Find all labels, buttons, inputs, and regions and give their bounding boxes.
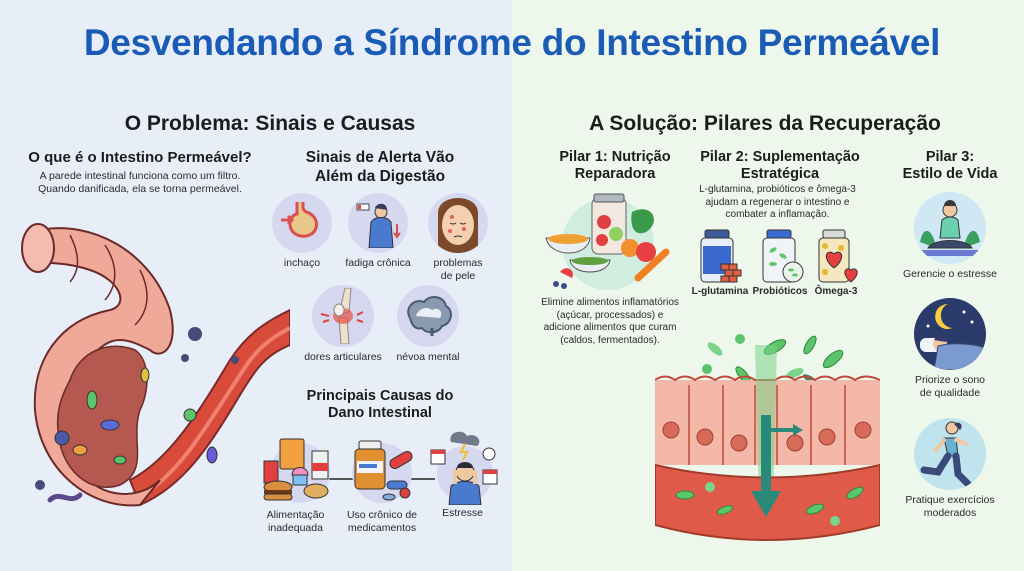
lifestyle-label-exercise-line2: moderados [923,507,977,520]
healing-gut-lining-illustration [655,325,880,555]
pillar1-desc-line2: (açúcar, processados) e [556,309,664,321]
sign-label-skin-line2: de pele [440,270,476,283]
leaky-intestine-illustration [0,210,290,510]
pillar1-desc-line1: Elimine alimentos inflamatórios [541,297,679,308]
pillar1-title: Pilar 1: Nutrição Reparadora [540,149,690,184]
lifestyle-item-exercise: Pratique exercícios moderados [885,418,1015,520]
causes-title-line2: Dano Intestinal [328,405,432,422]
pillar2-desc-line3: combater a inflamação. [725,209,830,220]
sign-item-brain-fog: névoa mental [388,285,468,364]
sign-label-joint-pain: dores articulares [304,351,382,363]
supplement-label-l-glutamine: L-glutamina [691,286,749,297]
meditation-icon [914,192,986,264]
what-is-block: O que é o Intestino Permeável? A parede … [20,149,260,196]
warning-signs-title-line2: Além da Digestão [314,167,446,185]
cause-label-medication-line1: Uso crônico de [346,509,418,521]
medication-pills-icon [347,435,417,505]
fatigue-person-icon [348,193,408,253]
stressed-person-icon [427,430,499,505]
pillar1-desc-line3: adicione alimentos que curam [543,322,677,333]
pillar3-title: Pilar 3: Estilo de Vida [880,149,1020,184]
pillar1-desc-line4: (caldos, fermentados). [560,334,660,346]
cause-label-medication-line2: medicamentos [347,522,417,535]
cause-item-stress: Estresse [425,430,500,520]
what-is-line2: Quando danificada, ela se torna permeáve… [38,183,242,196]
running-woman-icon [914,418,986,490]
lifestyle-label-stress: Gerencie o estresse [903,268,997,280]
supplement-label-probiotics: Probióticos [752,286,808,297]
causes-title-line1: Principais Causas do [306,388,454,404]
sign-label-skin-line1: problemas [433,257,483,269]
warning-signs-title: Sinais de Alerta Vão Além da Digestão [275,149,485,186]
supplement-label-omega3: Ômega-3 [814,286,858,297]
cause-label-diet-line2: inadequada [268,522,323,535]
l-glutamine-bottle-icon [695,228,745,284]
page-title: Desvendando a Síndrome do Intestino Perm… [83,22,941,63]
sleep-moon-icon [914,298,986,370]
skin-problems-face-icon [428,193,488,253]
causes-title: Principais Causas do Dano Intestinal [285,388,475,423]
junk-food-icon [260,435,332,505]
what-is-title: O que é o Intestino Permeável? [28,149,252,166]
what-is-line1: A parede intestinal funciona como um fil… [39,170,241,182]
pillar3-title-line2: Estilo de Vida [902,166,998,183]
sign-item-bloating: inchaço [270,193,334,270]
sign-item-fatigue: fadiga crônica [338,193,418,270]
pillar2-desc-line2: ajudam a regenerar o intestino e [705,196,850,208]
sign-label-skin: problemas de pele [423,257,493,283]
supplement-l-glutamine: L-glutamina [690,228,750,299]
lifestyle-label-exercise-line1: Pratique exercícios [905,494,995,506]
cause-connector-2 [405,478,435,480]
sign-label-brain-fog: névoa mental [396,351,460,363]
pillar1-title-line1: Pilar 1: Nutrição [559,149,671,165]
omega3-bottle-icon [811,228,861,284]
sign-item-joint-pain: dores articulares [298,285,388,364]
healthy-food-icon [542,192,674,294]
sign-item-skin: problemas de pele [423,193,493,283]
cause-label-stress: Estresse [442,507,483,519]
lifestyle-item-stress: Gerencie o estresse [885,192,1015,281]
cause-label-medication: Uso crônico de medicamentos [342,509,422,535]
pillar1-title-line2: Reparadora [574,166,656,183]
lifestyle-label-exercise: Pratique exercícios moderados [885,494,1015,520]
lifestyle-label-sleep-line1: Priorize o sono [914,374,986,386]
brain-fog-icon [397,285,459,347]
lifestyle-label-sleep-line2: de qualidade [919,387,981,400]
bloated-stomach-icon [272,193,332,253]
lifestyle-label-sleep: Priorize o sono de qualidade [885,374,1015,400]
problem-heading: O Problema: Sinais e Causas [124,112,416,135]
pillar2-title: Pilar 2: Suplementação Estratégica [685,149,875,184]
pillar2-description: L-glutamina, probióticos e ômega-3 ajuda… [680,184,875,222]
cause-connector-1 [318,478,358,480]
supplement-omega3: Ômega-3 [808,228,864,299]
probiotics-bottle-icon [755,228,805,284]
sign-label-bloating: inchaço [283,257,321,269]
solution-heading: A Solução: Pilares da Recuperação [589,112,941,135]
pillar2-title-line2: Estratégica [740,166,820,183]
lifestyle-item-sleep: Priorize o sono de qualidade [885,298,1015,400]
cause-label-diet: Alimentação inadequada [258,509,333,535]
supplement-probiotics: Probióticos [750,228,810,299]
cause-label-diet-line1: Alimentação [266,509,325,521]
cause-item-medication: Uso crônico de medicamentos [342,435,422,535]
pillar1-description: Elimine alimentos inflamatórios (açúcar,… [535,297,685,347]
sign-label-fatigue: fadiga crônica [345,257,411,269]
pillar2-desc-line1: L-glutamina, probióticos e ômega-3 [699,184,856,195]
cause-item-diet: Alimentação inadequada [258,435,333,535]
warning-signs-title-line1: Sinais de Alerta Vão [305,149,455,166]
joint-pain-knee-icon [312,285,374,347]
pillar2-title-line1: Pilar 2: Suplementação [700,149,860,165]
pillar3-title-line1: Pilar 3: [925,149,975,165]
